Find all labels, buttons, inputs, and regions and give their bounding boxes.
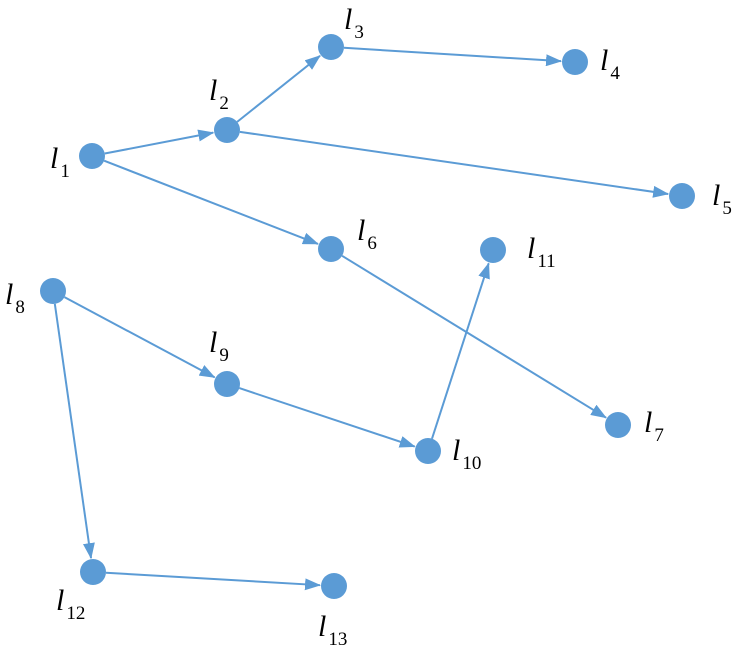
edge-l9-to-l10 [239, 387, 416, 448]
edge-l3-to-l4 [343, 46, 563, 67]
node-l12 [80, 559, 106, 585]
node-l11 [480, 237, 506, 263]
edge-l8-to-l9 [63, 296, 216, 379]
node-l8 [40, 278, 66, 304]
node-l10 [415, 438, 441, 464]
edges-layer [53, 46, 670, 591]
edge-l1-to-l6 [103, 159, 319, 245]
edge-l12-to-l13 [105, 571, 322, 591]
node-l5 [669, 183, 695, 209]
node-l4 [562, 49, 588, 75]
edge-l10-to-l11 [431, 262, 490, 439]
node-l7 [605, 412, 631, 438]
node-l6 [318, 236, 344, 262]
node-l2 [214, 117, 240, 143]
nodes-layer [40, 34, 695, 599]
node-l3 [318, 34, 344, 60]
edge-l2-to-l5 [239, 130, 670, 198]
edge-l8-to-l12 [53, 303, 95, 560]
edge-l1-to-l2 [104, 129, 215, 155]
edge-l6-to-l7 [341, 254, 607, 419]
node-l13 [321, 573, 347, 599]
edge-l2-to-l3 [236, 54, 321, 123]
node-l1 [79, 143, 105, 169]
node-l9 [214, 371, 240, 397]
